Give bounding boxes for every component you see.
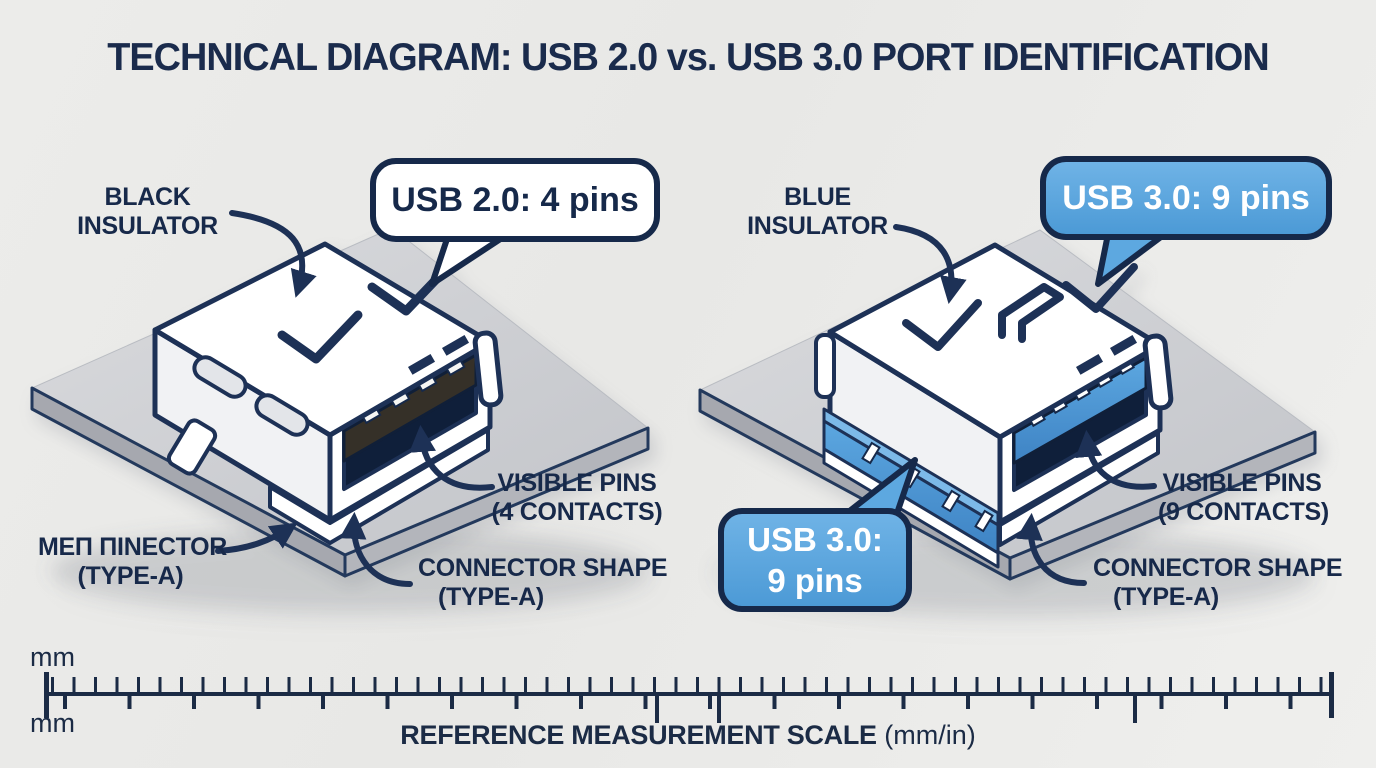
usb2-callout-text: USB 2.0: 4 pins xyxy=(391,180,639,219)
usb3-badge-line1: USB 3.0: xyxy=(747,520,883,558)
usb3-connector-shape-line2: (TYPE-A) xyxy=(1113,583,1219,611)
usb3-insulator-label-line2: INSULATOR xyxy=(747,212,888,240)
ruler-major-tick xyxy=(655,696,659,723)
top-front-slits xyxy=(1076,335,1138,375)
side-cutouts xyxy=(192,355,310,437)
usb2-connector-shape-label: CONNECTOR SHAPE (TYPE-A) xyxy=(418,554,668,612)
usb2-visible-pins-line1: VISIBLE PINS xyxy=(497,469,657,497)
shell-ear-clip-left xyxy=(814,333,836,399)
usb3-visible-pins-line1: VISIBLE PINS xyxy=(1162,469,1322,497)
usb3-visible-pins-line2: (9 CONTACTS) xyxy=(1158,498,1329,526)
shell-ear-clip-right xyxy=(1142,333,1174,411)
usb3-insulator-label: BLUE INSULATOR xyxy=(740,183,895,241)
top-front-slits xyxy=(408,335,470,375)
usb3-callout-text: USB 3.0: 9 pins xyxy=(1062,178,1310,217)
ruler-major-tick xyxy=(717,696,721,723)
usb3-visible-pins-label: VISIBLE PINS (9 CONTACTS) xyxy=(1158,469,1329,527)
usb2-insulator-label-line1: BLACK xyxy=(104,183,191,211)
usb3-badge-line2: 9 pins xyxy=(767,562,863,599)
ruler-end-right xyxy=(1329,672,1334,718)
usb2-metal-connector-line2: (TYPE-A) xyxy=(77,562,184,590)
usb2-insulator-label: BLACK INSULATOR xyxy=(60,183,235,241)
usb3-connector-shape-label: CONNECTOR SHAPE (TYPE-A) xyxy=(1093,554,1343,612)
ruler-minor-ticks xyxy=(51,677,1331,692)
ruler-caption: REFERENCE MEASUREMENT SCALE (mm/in) xyxy=(0,720,1376,751)
usb2-visible-pins-line2: (4 CONTACTS) xyxy=(491,498,663,526)
ruler-baseline xyxy=(45,692,1333,696)
measurement-ruler xyxy=(44,672,1334,723)
usb3-pin-count-badge: USB 3.0: 9 pins xyxy=(718,508,912,612)
ruler-unit-bottom: mm xyxy=(30,708,75,738)
usb3-insulator-label-line1: BLUE xyxy=(784,183,851,211)
usb2-callout-bubble: USB 2.0: 4 pins xyxy=(370,158,660,242)
usb2-connector-shape-line2: (TYPE-A) xyxy=(438,583,544,611)
usb3-callout-bubble: USB 3.0: 9 pins xyxy=(1040,156,1332,240)
page-title: TECHNICAL DIAGRAM: USB 2.0 vs. USB 3.0 P… xyxy=(107,36,1269,79)
ruler-caption-bold: REFERENCE MEASUREMENT SCALE xyxy=(400,720,877,750)
ruler-medium-ticks xyxy=(63,696,1331,709)
ruler-caption-light: (mm/in) xyxy=(884,720,976,750)
usb2-metal-connector-line1: ΜΕΠ ΠΙΝΕCTOR xyxy=(38,533,228,561)
usb2-insulator-label-line2: INSULATOR xyxy=(77,212,218,240)
ruler-major-tick xyxy=(1133,696,1137,723)
usb2-connector-shape-line1: CONNECTOR SHAPE xyxy=(418,554,668,582)
usb2-visible-pins-label: VISIBLE PINS (4 CONTACTS) xyxy=(487,469,667,527)
ruler-unit-top: mm xyxy=(30,642,75,672)
usb2-metal-connector-label: ΜΕΠ ΠΙΝΕCTOR (TYPE-A) xyxy=(38,533,228,591)
usb3-connector-shape-line1: CONNECTOR SHAPE xyxy=(1093,554,1343,582)
circuit-board-edge-right xyxy=(343,426,650,578)
shell-ear-clip xyxy=(472,330,504,408)
mount-foot-tab xyxy=(166,418,218,476)
